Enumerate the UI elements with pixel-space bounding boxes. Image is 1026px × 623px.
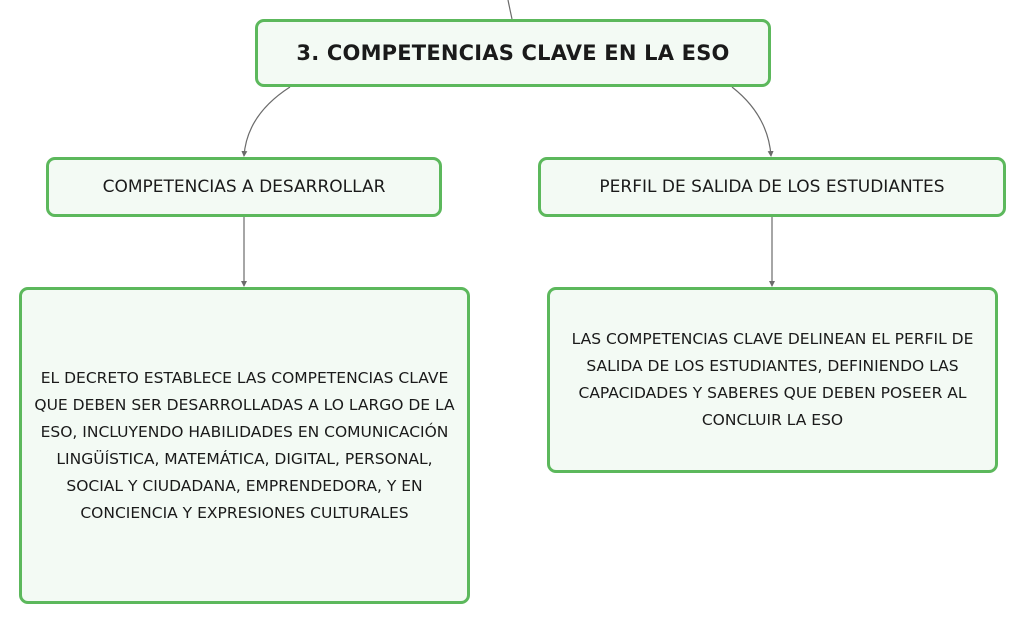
detail-node-perfil-salida[interactable]: LAS COMPETENCIAS CLAVE DELINEAN EL PERFI…	[547, 287, 998, 473]
connector-root-to-right-topic	[731, 86, 774, 157]
connector-parent-to-root	[507, 0, 513, 20]
topic-node-label: COMPETENCIAS A DESARROLLAR	[102, 177, 386, 197]
root-node[interactable]: 3. COMPETENCIAS CLAVE EN LA ESO	[255, 19, 771, 87]
detail-node-competencias[interactable]: EL DECRETO ESTABLECE LAS COMPETENCIAS CL…	[19, 287, 470, 604]
topic-node-perfil-salida[interactable]: PERFIL DE SALIDA DE LOS ESTUDIANTES	[538, 157, 1006, 217]
root-node-title: 3. COMPETENCIAS CLAVE EN LA ESO	[296, 41, 730, 65]
detail-node-text: LAS COMPETENCIAS CLAVE DELINEAN EL PERFI…	[571, 330, 974, 429]
detail-node-text: EL DECRETO ESTABLECE LAS COMPETENCIAS CL…	[34, 368, 455, 522]
topic-node-competencias[interactable]: COMPETENCIAS A DESARROLLAR	[46, 157, 442, 217]
connector-root-to-left-topic	[241, 86, 291, 157]
topic-node-label: PERFIL DE SALIDA DE LOS ESTUDIANTES	[599, 177, 945, 197]
